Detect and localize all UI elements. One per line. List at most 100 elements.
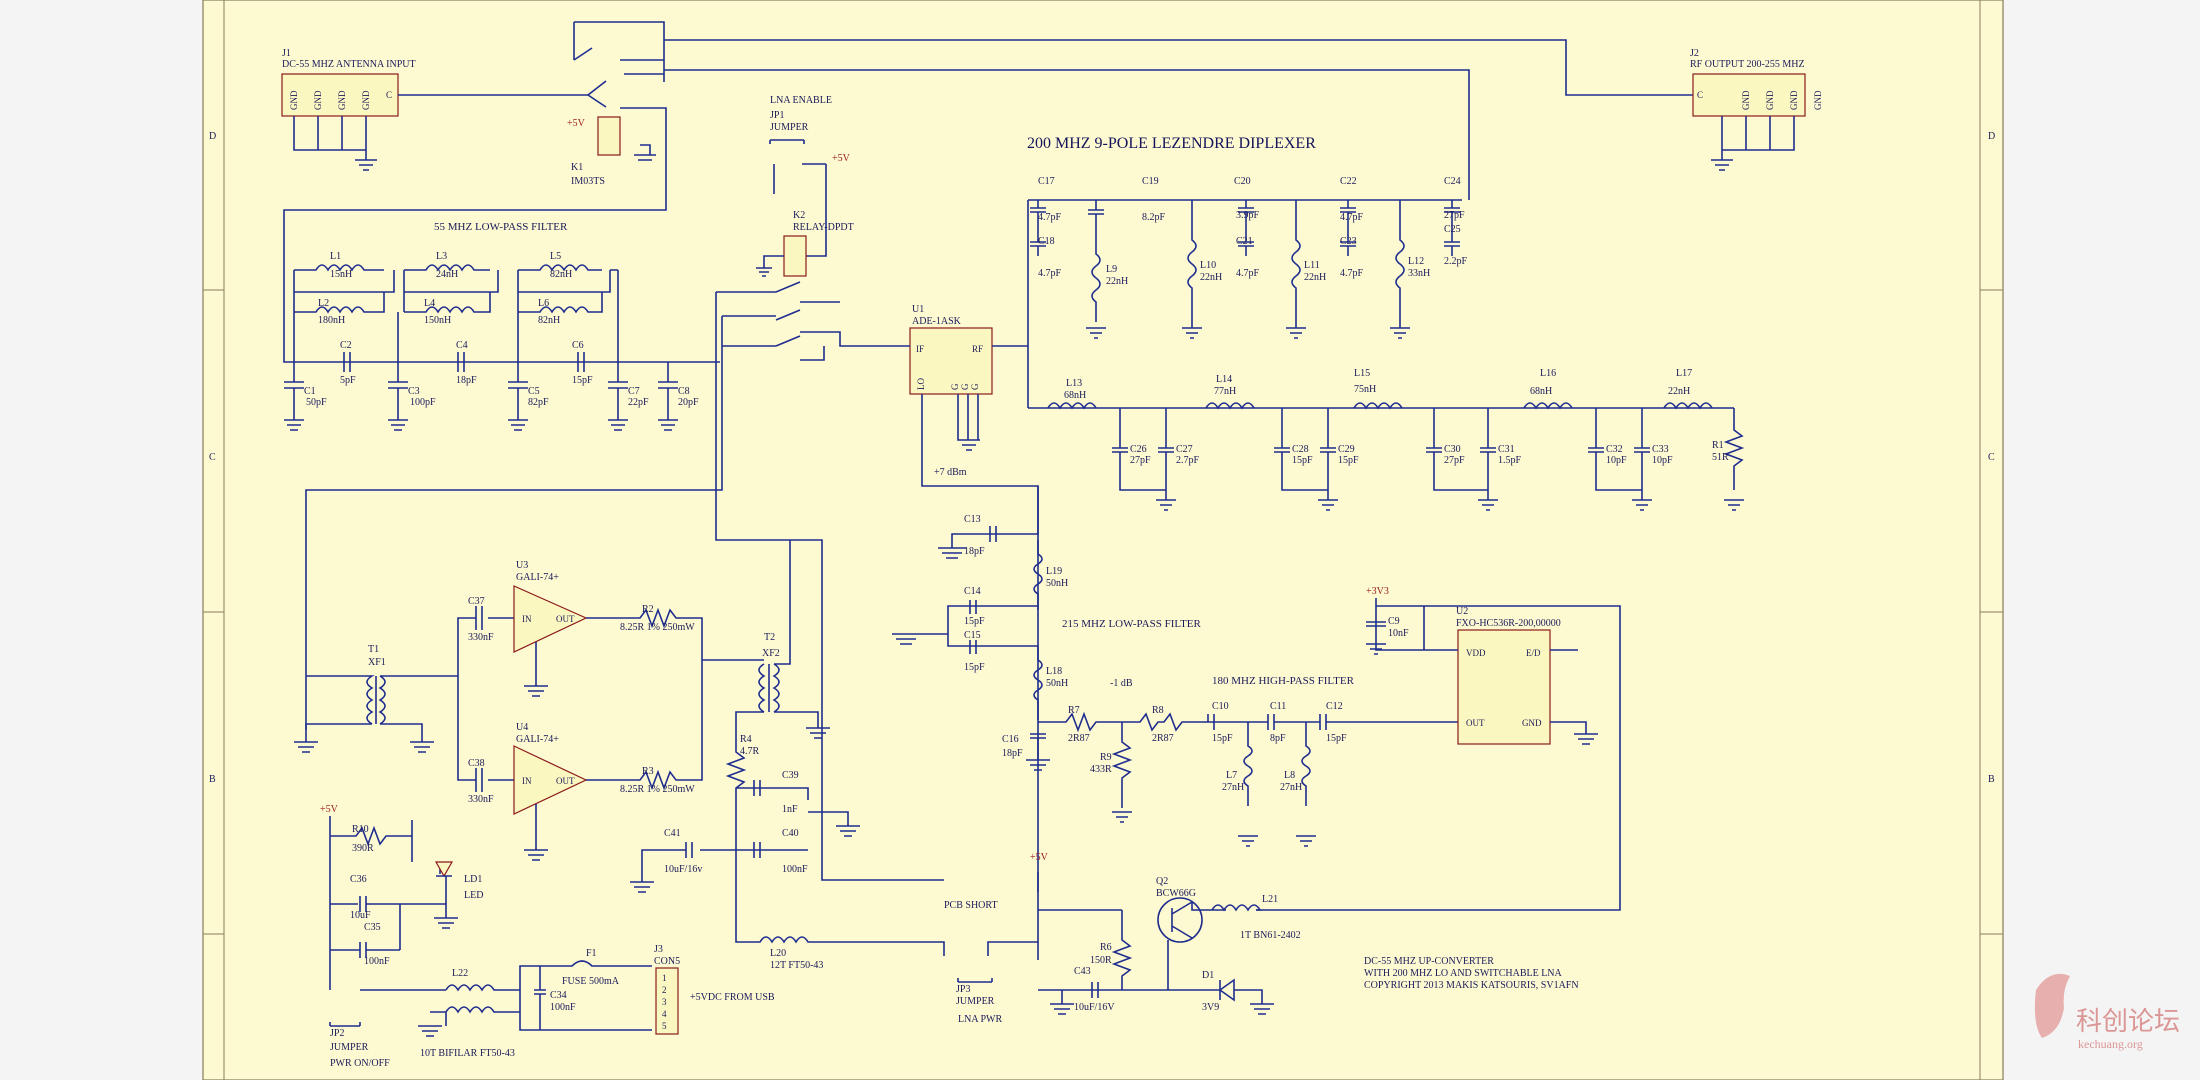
c27-ref: C27 bbox=[1176, 444, 1193, 455]
t1-transformer[interactable]: T1 XF1 bbox=[306, 644, 386, 725]
c16-ref: C16 bbox=[1002, 734, 1019, 745]
c14-c15-network bbox=[892, 600, 1038, 654]
jp2-value: JUMPER bbox=[330, 1042, 369, 1053]
q2-transistor[interactable]: Q2 BCW66G bbox=[1156, 876, 1203, 943]
c35-ref: C35 bbox=[364, 922, 381, 933]
u2-pin-out: OUT bbox=[1466, 718, 1485, 728]
c32-value: 10pF bbox=[1606, 455, 1627, 466]
jp3-ref: JP3 bbox=[956, 984, 970, 995]
l18-value: 50nH bbox=[1046, 678, 1068, 689]
c10-ref: C10 bbox=[1212, 701, 1229, 712]
l14-ref: L14 bbox=[1216, 374, 1232, 385]
t2-value: XF2 bbox=[762, 648, 780, 659]
c1-value: 50pF bbox=[306, 397, 327, 408]
c40-ref: C40 bbox=[782, 828, 799, 839]
l5-value: 82nH bbox=[550, 269, 572, 280]
c7-cap bbox=[608, 362, 628, 431]
c6-ref: C6 bbox=[572, 340, 584, 351]
c9-ref: C9 bbox=[1388, 616, 1400, 627]
u2-ref: U2 bbox=[1456, 606, 1468, 617]
ld1-value: LED bbox=[464, 890, 483, 901]
k1-ref: K1 bbox=[571, 162, 583, 173]
c38-ref: C38 bbox=[468, 758, 485, 769]
u1-pin-lo: LO bbox=[916, 378, 926, 390]
l19-coil bbox=[1033, 540, 1043, 610]
j2-pin-gnd-3: GND bbox=[1789, 90, 1799, 110]
l5-ref: L5 bbox=[550, 251, 561, 262]
j3-pin-4: 4 bbox=[662, 1009, 667, 1019]
u4-amplifier[interactable]: U4 GALI-74+ IN OUT bbox=[513, 722, 588, 815]
grid-row-b-right: B bbox=[1988, 774, 1995, 785]
lpf55-l1-l2 bbox=[293, 264, 395, 314]
r6-ref: R6 bbox=[1100, 942, 1112, 953]
l21-ref: L21 bbox=[1262, 894, 1278, 905]
r2-value: 8.25R 1% 250mW bbox=[620, 622, 695, 633]
l20-wires bbox=[735, 850, 1039, 956]
l12-value: 33nH bbox=[1408, 268, 1430, 279]
c21-ref: C21 bbox=[1236, 236, 1253, 247]
l10-ref: L10 bbox=[1200, 260, 1216, 271]
c19-value: 8.2pF bbox=[1142, 212, 1166, 223]
c2-value: 5pF bbox=[340, 375, 356, 386]
l15-ref: L15 bbox=[1354, 368, 1370, 379]
j3-pin-2: 2 bbox=[662, 985, 667, 995]
c13-value: 18pF bbox=[964, 546, 985, 557]
c37-c38 bbox=[475, 606, 514, 792]
j1-ground-wires bbox=[293, 116, 367, 160]
l11-ref: L11 bbox=[1304, 260, 1320, 271]
watermark-cn: 科创论坛 bbox=[2076, 1007, 2180, 1036]
c5-cap bbox=[508, 362, 528, 431]
lpf55-title: 55 MHZ LOW-PASS FILTER bbox=[434, 221, 568, 233]
u4-pin-in: IN bbox=[522, 776, 532, 786]
r1-ref: R1 bbox=[1712, 440, 1724, 451]
l21-value: 1T BN61-2402 bbox=[1240, 930, 1301, 941]
c33-value: 10pF bbox=[1652, 455, 1673, 466]
j3-connector[interactable]: J3 CON5 1 2 3 4 5 +5VDC FROM USB bbox=[654, 944, 775, 1035]
k1-relay[interactable]: K1 IM03TS +5V bbox=[567, 116, 621, 187]
c14-ref: C14 bbox=[964, 586, 981, 597]
j1-connector[interactable]: J1 DC-55 MHZ ANTENNA INPUT GND GND GND G… bbox=[281, 48, 416, 117]
u3-body bbox=[513, 585, 588, 653]
u2-body bbox=[1457, 629, 1551, 745]
l13-value: 68nH bbox=[1064, 390, 1086, 401]
c32-c33 bbox=[1588, 408, 1652, 511]
j3-pin-1: 1 bbox=[662, 973, 667, 983]
jp1-title: LNA ENABLE bbox=[770, 95, 832, 106]
jp3-jumper[interactable]: PCB SHORT JP3 JUMPER LNA PWR bbox=[944, 900, 1003, 1025]
l13-ref: L13 bbox=[1066, 378, 1082, 389]
c39-ref: C39 bbox=[782, 770, 799, 781]
u1-pin-g2: G bbox=[960, 383, 970, 390]
c11-value: 8pF bbox=[1270, 733, 1286, 744]
c39-value: 1nF bbox=[782, 804, 798, 815]
f1-value: FUSE 500mA bbox=[562, 976, 620, 987]
lpf55-l5-l6 bbox=[517, 264, 611, 314]
l9-value: 22nH bbox=[1106, 276, 1128, 287]
j2-name: RF OUTPUT 200-255 MHZ bbox=[1690, 59, 1805, 70]
jp2-jumper[interactable]: JP2 JUMPER PWR ON/OFF bbox=[329, 984, 520, 1069]
u3-amplifier[interactable]: U3 GALI-74+ IN OUT bbox=[513, 560, 588, 653]
t1-value: XF1 bbox=[368, 657, 386, 668]
c24-ref: C24 bbox=[1444, 176, 1461, 187]
c22-value: 4.7pF bbox=[1340, 212, 1364, 223]
jp1-jumper[interactable]: LNA ENABLE JP1 JUMPER +5V bbox=[769, 95, 851, 257]
l10 bbox=[1182, 200, 1202, 339]
t2-transformer[interactable]: T2 XF2 bbox=[758, 632, 780, 713]
k2-ref: K2 bbox=[793, 210, 805, 221]
c30-c31 bbox=[1426, 408, 1498, 511]
u2-supply: +3V3 bbox=[1366, 586, 1389, 597]
u1-mixer[interactable]: U1 ADE-1ASK IF RF LO G G G bbox=[909, 304, 993, 395]
j1-pin-gnd-2: GND bbox=[313, 90, 323, 110]
u2-oscillator[interactable]: U2 FXO-HC536R-200,00000 VDD E/D OUT GND bbox=[1456, 606, 1561, 745]
jp2-bar bbox=[329, 984, 520, 1027]
c8-ref: C8 bbox=[678, 386, 690, 397]
u4-ref: U4 bbox=[516, 722, 528, 733]
u3-pin-in: IN bbox=[522, 614, 532, 624]
j2-connector[interactable]: J2 RF OUTPUT 200-255 MHZ C GND GND GND G… bbox=[1690, 48, 1823, 117]
c26-value: 27pF bbox=[1130, 455, 1151, 466]
l7-shunt bbox=[1238, 722, 1258, 847]
c9-value: 10nF bbox=[1388, 628, 1409, 639]
r9-value: 433R bbox=[1090, 764, 1112, 775]
c4-value: 18pF bbox=[456, 375, 477, 386]
k2-relay[interactable]: K2 RELAY-DPDT bbox=[783, 210, 854, 277]
u2-pin-vdd: VDD bbox=[1466, 648, 1486, 658]
